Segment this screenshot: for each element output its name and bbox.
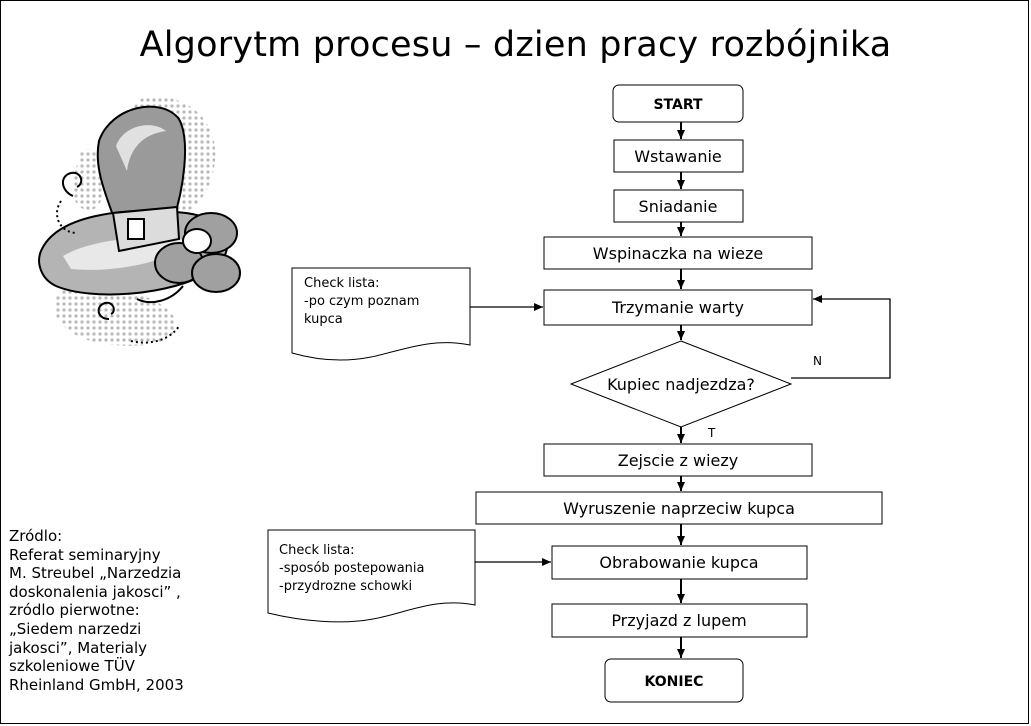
source-citation: Zródlo: Referat seminaryjny M. Streubel … xyxy=(9,527,244,694)
note-1-line: kupca xyxy=(304,312,343,327)
note-1-line: Check lista: xyxy=(304,276,380,291)
step-label: Zejscie z wiezy xyxy=(618,451,738,470)
note-2-line: Check lista: xyxy=(279,543,355,558)
note-1-line: -po czym poznam xyxy=(304,294,419,309)
step-wspinaczka-box xyxy=(543,236,813,270)
step-label: Przyjazd z lupem xyxy=(611,611,746,630)
step-zejscie-box xyxy=(543,443,813,477)
source-line: M. Streubel „Narzedzia xyxy=(9,564,182,583)
source-line: zródlo pierwotne: xyxy=(9,601,140,620)
step-sniadanie-box xyxy=(613,189,744,223)
step-label: Wspinaczka na wieze xyxy=(593,244,763,263)
start-terminator xyxy=(612,84,744,123)
decision-label: Kupiec nadjezdza? xyxy=(607,375,755,394)
no-branch-loop xyxy=(791,295,891,379)
checklist-note-1 xyxy=(291,267,471,361)
source-line: jakosci”, Materialy xyxy=(9,638,148,657)
step-wyruszenie-box xyxy=(475,491,883,525)
step-label: Wstawanie xyxy=(634,147,722,166)
note-2-line: -sposób postepowania xyxy=(279,561,424,576)
source-line: Rheinland GmbH, 2003 xyxy=(9,675,184,694)
note-2-line: -przydrozne schowki xyxy=(279,579,412,594)
step-label: Obrabowanie kupca xyxy=(599,553,758,572)
start-label: START xyxy=(653,97,703,113)
source-line: szkoleniowe TÜV xyxy=(9,657,135,676)
step-trzymanie-box xyxy=(543,289,813,326)
source-line: doskonalenia jakosci” , xyxy=(9,582,181,601)
source-line: Referat seminaryjny xyxy=(9,545,161,564)
step-wstawanie-box xyxy=(613,139,744,173)
hat-clipart-icon xyxy=(38,97,241,346)
decision-yes-label: T xyxy=(707,426,716,440)
end-label: KONIEC xyxy=(645,674,704,690)
step-obrabowanie-box xyxy=(551,545,808,580)
step-label: Wyruszenie naprzeciw kupca xyxy=(563,499,795,518)
slide-title: Algorytm procesu – dzien pracy rozbójnik… xyxy=(139,25,892,65)
step-przyjazd-box xyxy=(551,603,808,638)
source-line: „Siedem narzedzi xyxy=(9,619,142,638)
source-line: Zródlo: xyxy=(9,527,63,545)
step-label: Sniadanie xyxy=(639,197,718,216)
step-label: Trzymanie warty xyxy=(611,298,744,317)
end-terminator xyxy=(604,658,744,703)
decision-no-label: N xyxy=(813,354,822,368)
checklist-note-2 xyxy=(267,529,476,623)
